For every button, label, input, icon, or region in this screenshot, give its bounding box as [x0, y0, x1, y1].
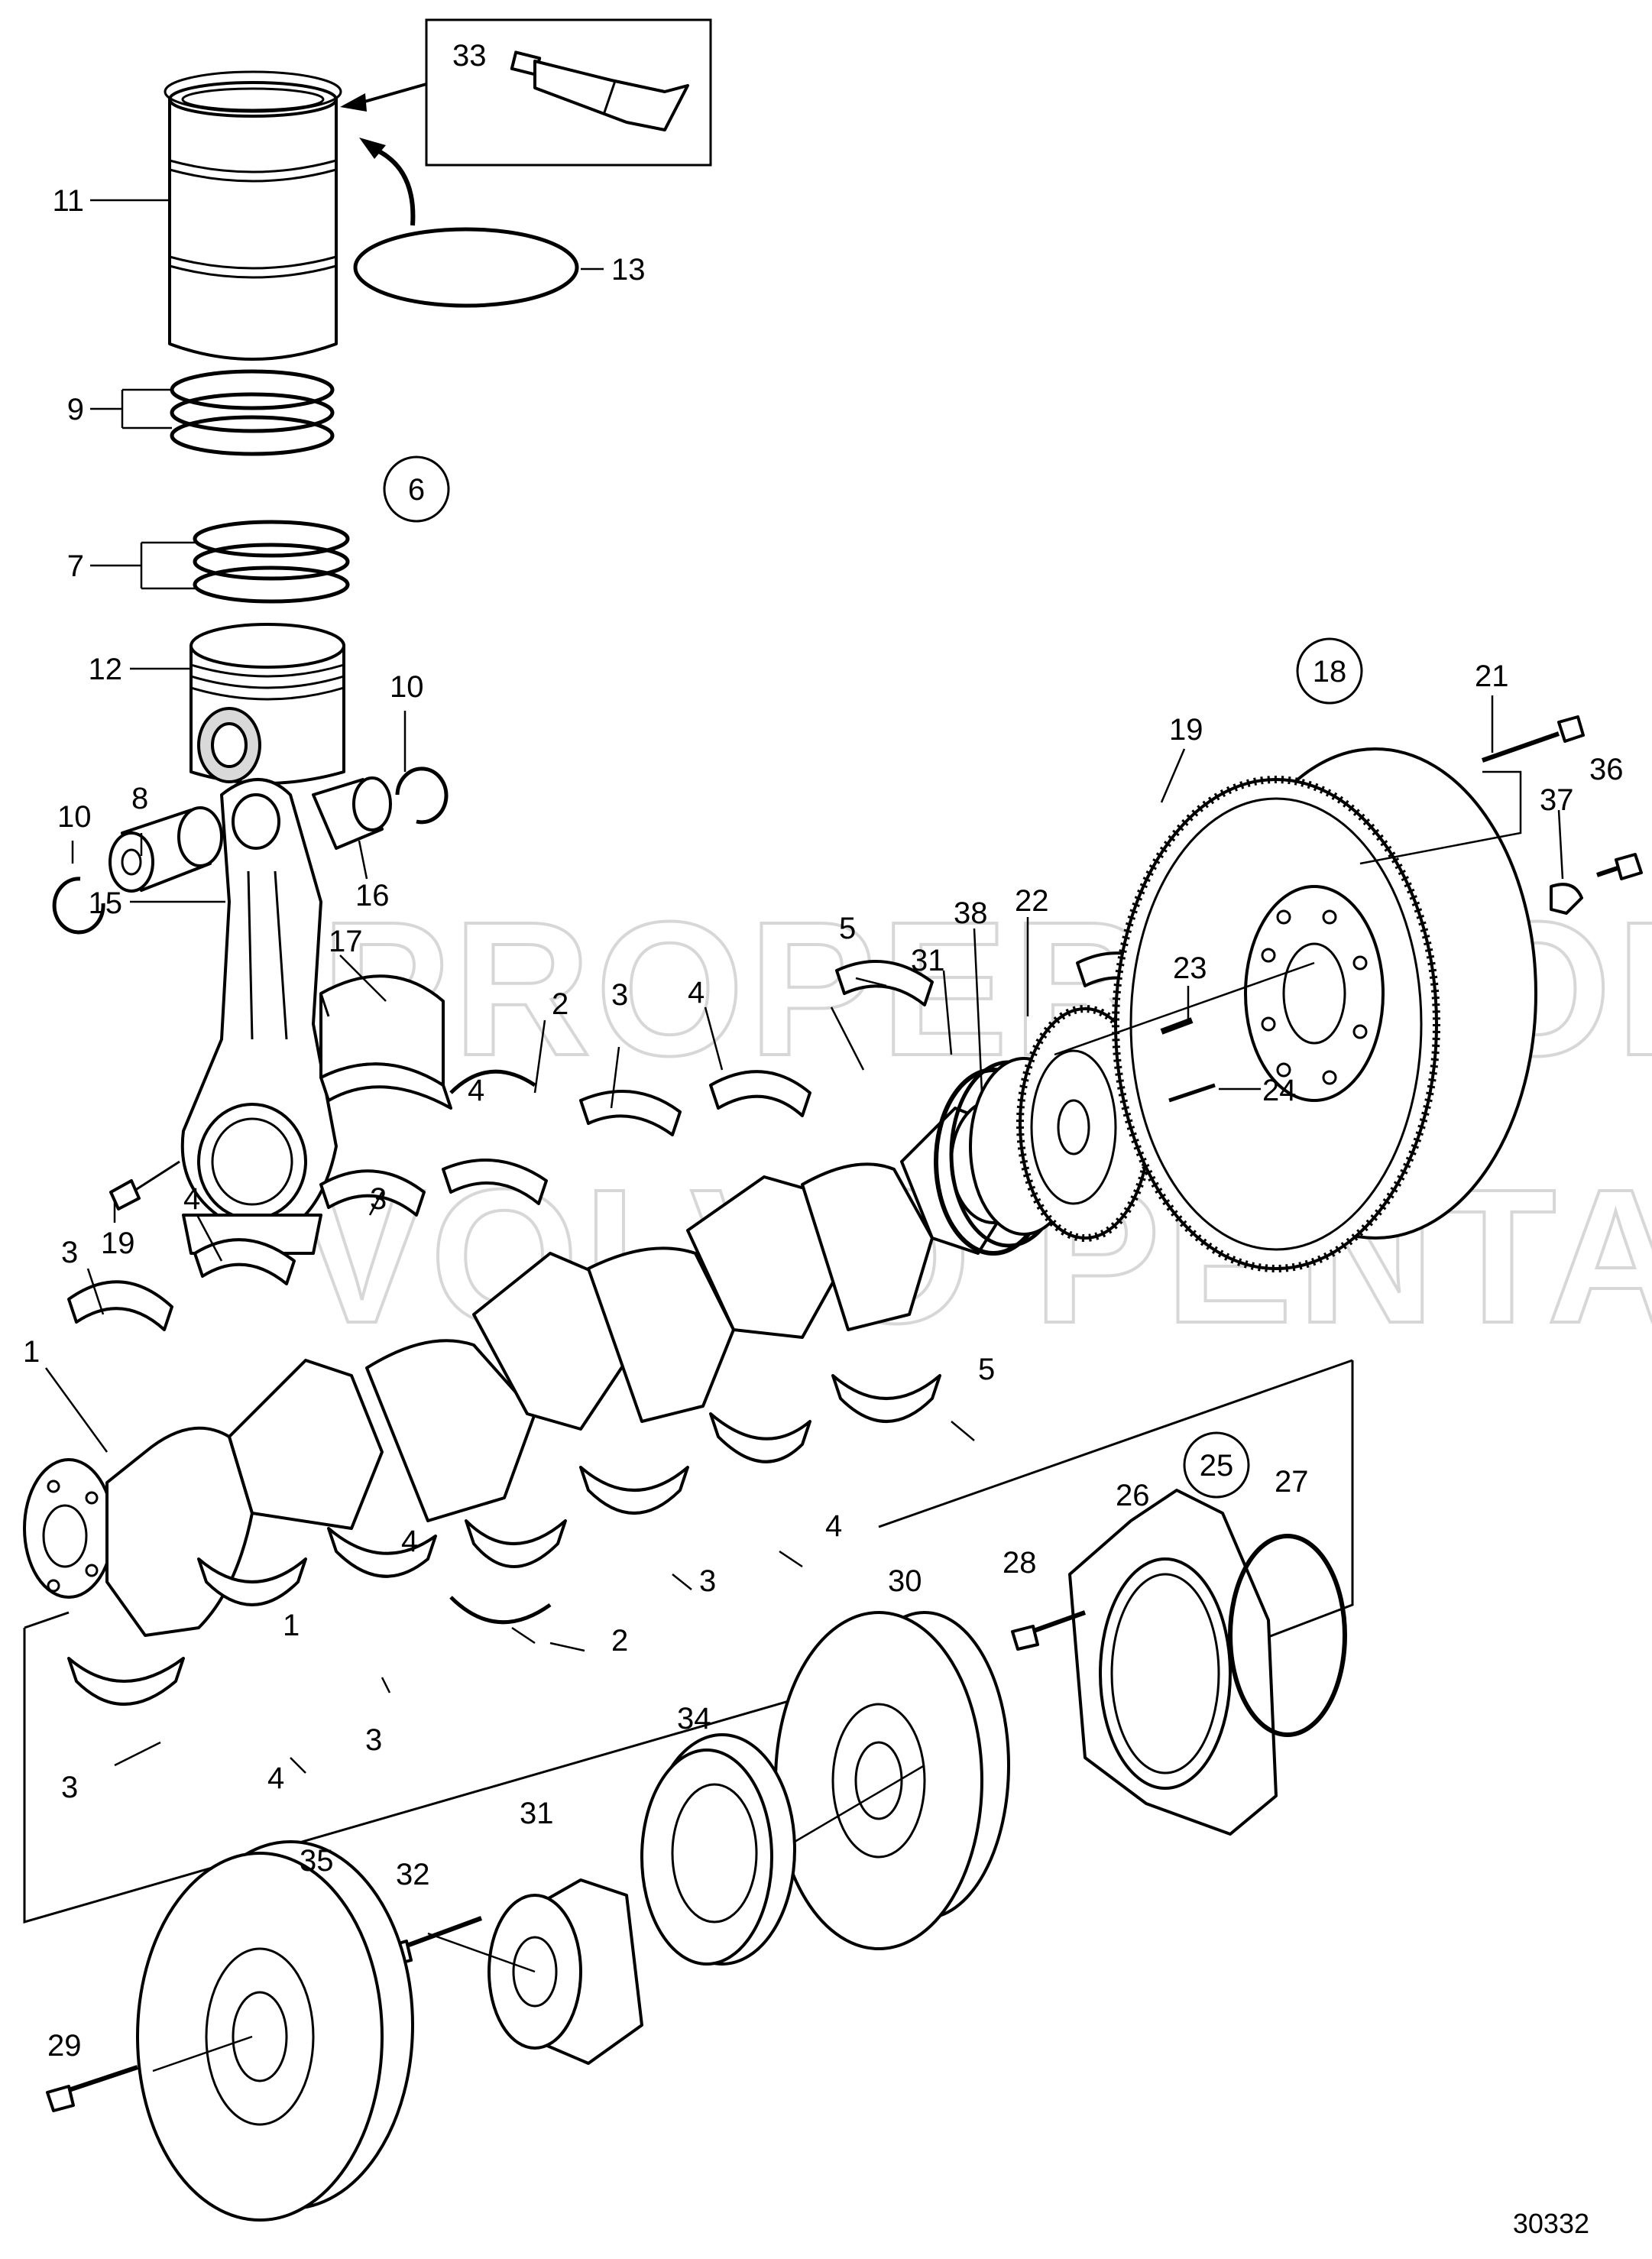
callout-10-right: 10 [390, 670, 424, 704]
flywheel [1112, 747, 1537, 1272]
circlip-left [52, 877, 105, 935]
front-group-frame-top [24, 1359, 1353, 1629]
sealant-box [425, 18, 712, 167]
vibration-damper-hub [488, 1878, 643, 2065]
svg-text:25: 25 [1200, 1449, 1234, 1483]
front-group-frame [23, 1628, 811, 1924]
dowel-pin [1160, 1017, 1194, 1035]
callout-12: 12 [89, 653, 123, 686]
callout-33: 33 [452, 39, 487, 73]
svg-text:18: 18 [1313, 655, 1347, 689]
callout-3-d: 3 [699, 1564, 716, 1598]
callout-38: 38 [954, 896, 988, 930]
callout-4-c: 4 [183, 1182, 200, 1216]
callout-3-c: 3 [61, 1236, 78, 1269]
cylinder-liner [164, 70, 342, 361]
callout-20: 21 [1475, 660, 1509, 693]
install-arrow [373, 147, 416, 226]
callout-23: 24 [1262, 1074, 1297, 1107]
callout-5-bottom: 5 [978, 1353, 995, 1386]
callout-1-a: 1 [23, 1335, 40, 1369]
flywheel-sensor-bolt [1550, 853, 1643, 915]
callout-21: 22 [1015, 884, 1049, 918]
callout-24: 31 [911, 944, 945, 977]
cover-bolt [1011, 1610, 1087, 1651]
callout-4-d: 4 [825, 1509, 842, 1543]
callout-27: 27 [1275, 1465, 1309, 1499]
flywheel-bolt [1482, 715, 1585, 763]
callout-32: 32 [396, 1858, 430, 1891]
callout-22: 23 [1173, 951, 1207, 985]
callout-29: 29 [47, 2029, 82, 2063]
liner-seal-ring [353, 227, 579, 308]
vibration-damper [136, 1840, 414, 2222]
callout-5-top: 5 [839, 912, 856, 945]
circlip-right [395, 767, 449, 825]
callouts: 11 13 33 9 7 12 10 10 8 16 15 17 19 2 3 … [23, 39, 1624, 2063]
liner-o-rings [170, 369, 335, 456]
callout-11: 11 [52, 184, 84, 218]
callout-4-f: 4 [267, 1762, 284, 1795]
callout-14: 15 [89, 886, 123, 920]
small-end-bushing [312, 776, 392, 850]
piston [189, 623, 345, 785]
figure-reference-number: 30332 [1513, 2208, 1589, 2239]
group-label-25: 25 [1183, 1431, 1250, 1499]
callout-4-a: 4 [688, 976, 705, 1010]
gear-bolt [1168, 1083, 1216, 1103]
callout-37: 37 [1540, 783, 1574, 817]
callout-16: 19 [101, 1227, 135, 1260]
big-end-bearing [319, 974, 452, 1110]
callout-19: 19 [1169, 713, 1203, 747]
callout-10-left: 10 [57, 800, 92, 834]
callout-31: 31 [520, 1797, 554, 1830]
callout-26: 26 [1116, 1479, 1150, 1512]
callout-3-b: 3 [370, 1182, 387, 1216]
piston-rings [193, 520, 350, 604]
rear-cover [1068, 1489, 1278, 1836]
leader-lines [44, 199, 1564, 1774]
callout-9: 9 [67, 393, 84, 426]
callout-13: 13 [611, 253, 646, 287]
callout-3-f: 3 [61, 1771, 78, 1804]
callout-35: 35 [300, 1844, 334, 1878]
callout-17: 17 [329, 925, 363, 958]
sealant-arrow [358, 83, 427, 105]
group-label-6: 6 [383, 455, 450, 523]
callout-3-e: 3 [365, 1723, 382, 1757]
damper-long-bolt [46, 2065, 138, 2112]
piston-pin [109, 806, 223, 893]
callout-4-b: 4 [468, 1074, 484, 1107]
callout-4-e: 4 [401, 1525, 418, 1558]
crankshaft-pulley [774, 1611, 1010, 1950]
rear-cover-seal [1228, 1534, 1347, 1737]
pulley-hub [640, 1733, 796, 1966]
group-label-18: 18 [1296, 637, 1363, 705]
callout-2-bottom: 2 [611, 1624, 628, 1658]
callout-15: 16 [355, 879, 390, 912]
callout-2-top: 2 [552, 987, 568, 1021]
bearing-shells-lower [67, 1374, 941, 1706]
callout-34: 34 [677, 1702, 711, 1736]
callout-36: 36 [1589, 753, 1624, 786]
callout-30: 30 [888, 1564, 922, 1598]
callout-1-b: 1 [283, 1609, 300, 1642]
callout-3-a: 3 [611, 978, 628, 1012]
svg-text:6: 6 [408, 473, 425, 507]
callout-8: 8 [131, 782, 148, 815]
callout-28: 28 [1003, 1546, 1037, 1580]
callout-7: 7 [67, 549, 84, 583]
connecting-rod [180, 778, 338, 1255]
rod-bolt [109, 1160, 180, 1211]
